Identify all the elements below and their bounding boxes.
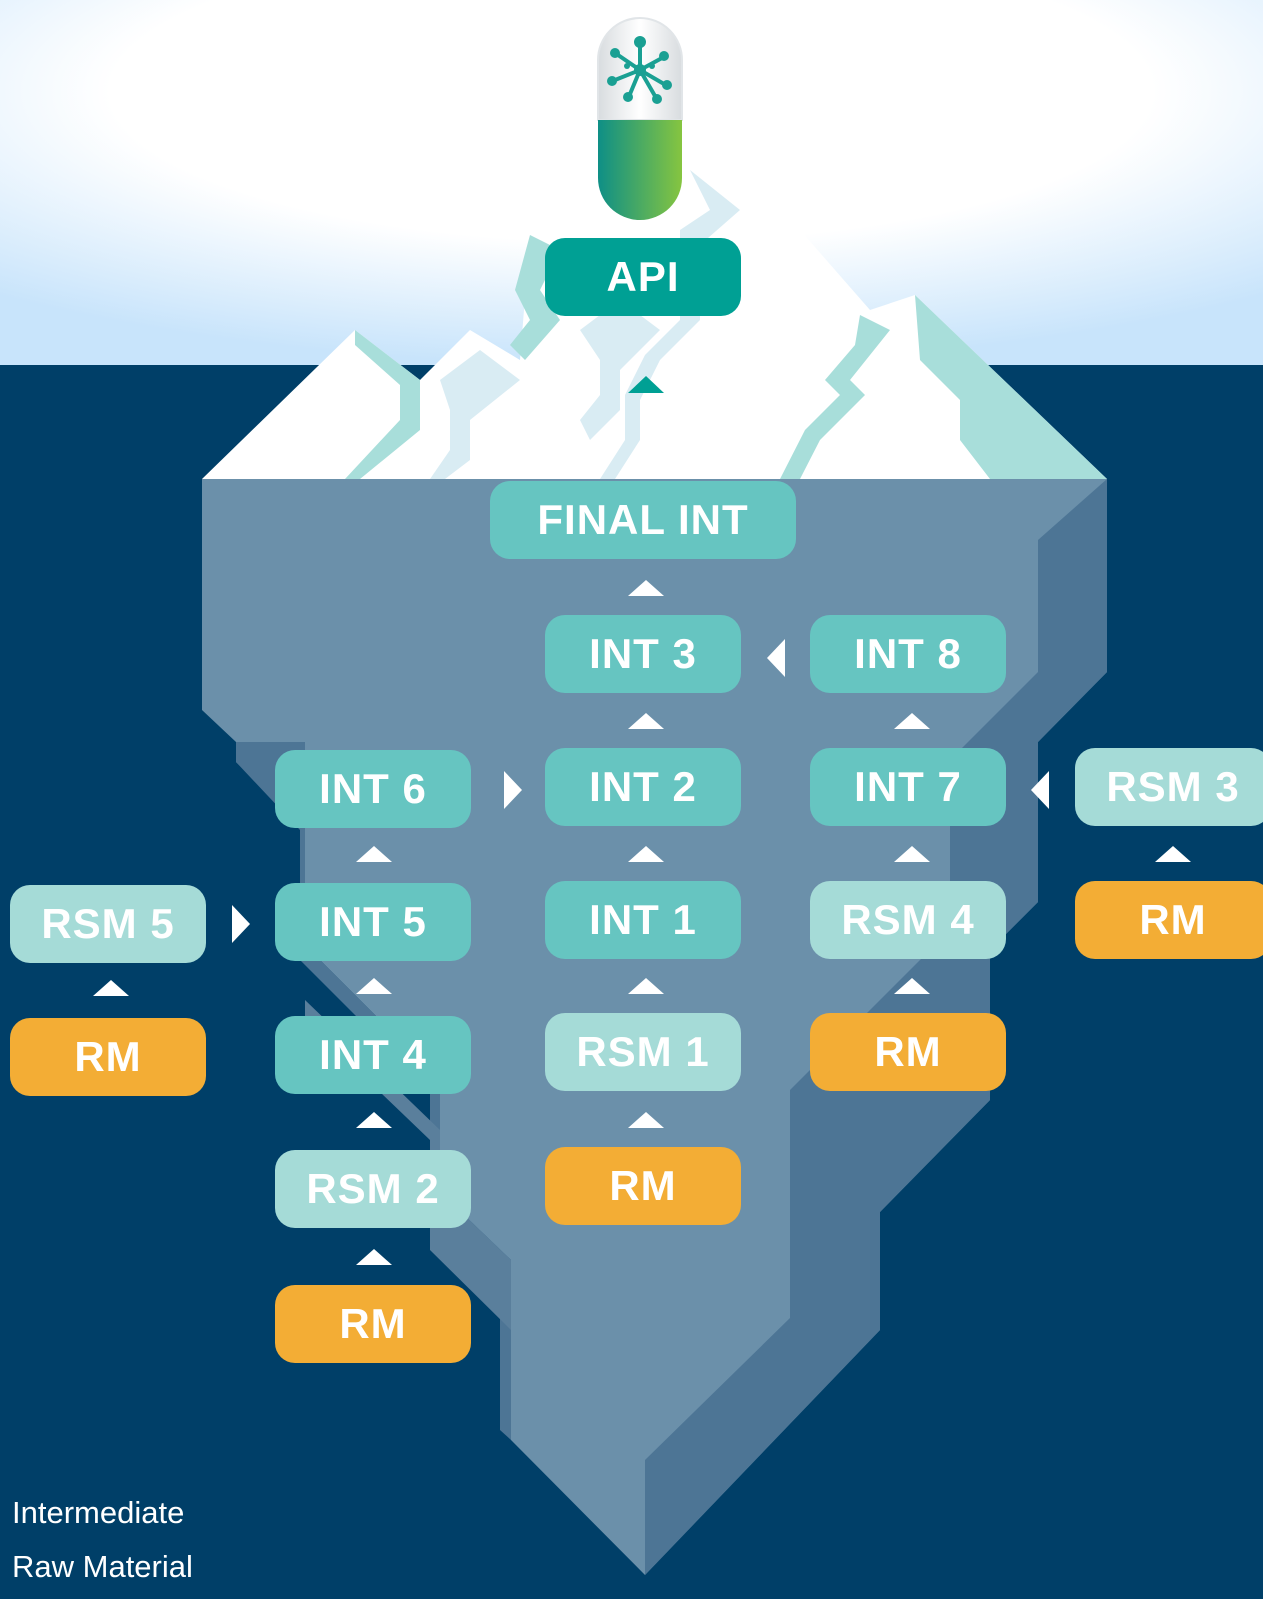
node-rm-center: RM	[545, 1147, 741, 1225]
arrow-int2-to-int3	[628, 713, 664, 729]
iceberg-tip-facet-4	[780, 315, 890, 479]
arrow-rsm2-to-int4	[356, 1112, 392, 1128]
molecule-icon	[607, 36, 672, 104]
node-int7: INT 7	[810, 748, 1006, 826]
arrow-rm-to-rsm4	[894, 978, 930, 994]
node-rsm4: RSM 4	[810, 881, 1006, 959]
node-rm-far-right: RM	[1075, 881, 1263, 959]
node-int4: INT 4	[275, 1016, 471, 1094]
node-rsm1: RSM 1	[545, 1013, 741, 1091]
iceberg-tip-facet-6	[430, 350, 520, 479]
legend-raw-material: Raw Material	[12, 1549, 193, 1584]
legend-intermediate: Intermediate	[12, 1495, 185, 1530]
node-int3: INT 3	[545, 615, 741, 693]
arrow-int3-to-final-int	[628, 580, 664, 596]
node-rm-far-left: RM	[10, 1018, 206, 1096]
arrow-rsm5-to-int5	[232, 905, 250, 943]
node-rsm5: RSM 5	[10, 885, 206, 963]
node-int2: INT 2	[545, 748, 741, 826]
iceberg-tip-white	[202, 170, 1107, 479]
node-api: API	[545, 238, 741, 316]
arrow-int5-to-int6	[356, 846, 392, 862]
node-rm-right: RM	[810, 1013, 1006, 1091]
node-rm-left: RM	[275, 1285, 471, 1363]
iceberg-tip-facet-3	[600, 170, 740, 479]
arrows	[93, 376, 1191, 1265]
arrow-final-int-to-api	[628, 376, 664, 393]
node-final-int: FINAL INT	[490, 481, 796, 559]
arrow-rm-to-rsm3	[1155, 846, 1191, 862]
node-int5: INT 5	[275, 883, 471, 961]
arrow-int8-to-int3	[767, 639, 785, 677]
arrow-int6-to-int2	[504, 771, 522, 809]
arrow-rsm3-to-int7	[1031, 771, 1049, 809]
iceberg-tip-facet-7	[580, 300, 660, 440]
iceberg-facet-lower-left	[305, 1000, 511, 1330]
arrow-rm-to-rsm5	[93, 980, 129, 996]
arrow-int4-to-int5	[356, 978, 392, 994]
node-rsm3: RSM 3	[1075, 748, 1263, 826]
node-int1: INT 1	[545, 881, 741, 959]
arrow-rm-to-rsm1	[628, 1112, 664, 1128]
arrow-int7-to-int8	[894, 713, 930, 729]
arrow-int1-to-int2	[628, 846, 664, 862]
iceberg-tip-facet-5	[915, 295, 1107, 479]
iceberg-tip-facet-1	[345, 330, 420, 479]
arrow-rm-to-rsm2	[356, 1249, 392, 1265]
node-int6: INT 6	[275, 750, 471, 828]
arrow-rsm4-to-int7	[894, 846, 930, 862]
arrow-rsm1-to-int1	[628, 978, 664, 994]
node-rsm2: RSM 2	[275, 1150, 471, 1228]
node-int8: INT 8	[810, 615, 1006, 693]
